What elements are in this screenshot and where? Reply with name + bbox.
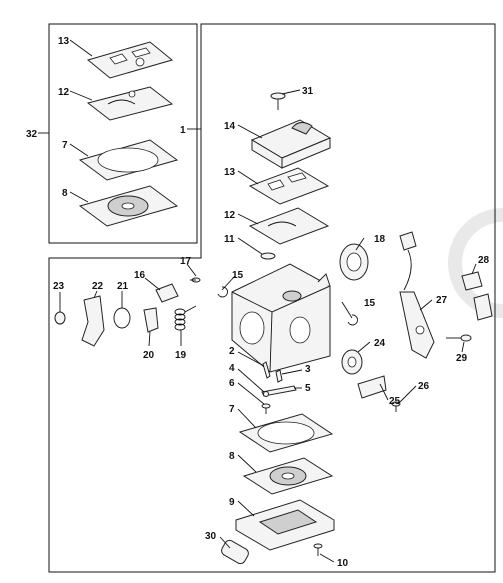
spring-3: [275, 369, 283, 383]
callout-12: 12: [224, 210, 236, 221]
callout-11: 11: [224, 234, 235, 245]
callout-19: 19: [175, 350, 187, 361]
callout-15-left: 15: [232, 270, 244, 281]
callout-12-kit: 12: [58, 87, 70, 98]
screw-17: [190, 277, 201, 283]
callout-2: 2: [229, 346, 235, 357]
callout-23: 23: [53, 281, 65, 292]
callout-25: 25: [389, 396, 401, 407]
callout-17: 17: [180, 256, 192, 267]
fitting-18: [339, 243, 369, 281]
callout-21: 21: [117, 281, 129, 292]
callout-13-kit: 13: [58, 36, 70, 47]
callout-1: 1: [180, 125, 186, 136]
kit-pump-diaphragm-8: [78, 185, 179, 227]
carburetor-body: [231, 263, 331, 373]
callout-22: 22: [92, 281, 104, 292]
callout-10: 10: [337, 558, 349, 569]
clip-28: [461, 271, 493, 321]
callout-7: 7: [229, 404, 235, 415]
washer-23: [54, 311, 66, 325]
spring-19: [174, 305, 197, 331]
callout-32: 32: [26, 129, 38, 140]
bracket-25: [357, 375, 387, 399]
callout-5: 5: [305, 383, 311, 394]
callout-13: 13: [224, 167, 236, 178]
callout-29: 29: [456, 353, 468, 364]
kit-gasket-7: [78, 139, 179, 181]
callout-27: 27: [436, 295, 448, 306]
callout-28: 28: [478, 255, 490, 266]
base-cover-9: [235, 499, 335, 551]
callout-26: 26: [418, 381, 430, 392]
main-assembly-frame: [48, 23, 496, 573]
screw-6: [261, 403, 271, 414]
diaphragm-12: [248, 207, 330, 245]
callout-6: 6: [229, 378, 235, 389]
pump-diaphragm-8: [242, 457, 334, 495]
cam-20: [143, 307, 159, 333]
leader-lines: [38, 39, 477, 563]
callout-14: 14: [224, 121, 236, 132]
ring-21: [113, 307, 131, 329]
lever-arm-22: [81, 295, 105, 347]
repair-kit-frame: [48, 23, 198, 244]
kit-diaphragm-12: [86, 86, 174, 121]
callout-9: 9: [229, 497, 235, 508]
screen-11: [260, 252, 276, 260]
callout-8: 8: [229, 451, 235, 462]
callout-16: 16: [134, 270, 146, 281]
screw-31: [270, 92, 286, 110]
callout-30: 30: [205, 531, 217, 542]
screw-10: [313, 543, 323, 556]
gasket-ring-30: [221, 539, 249, 565]
lever-27: [399, 231, 435, 359]
valve-24: [341, 349, 363, 375]
gasket-13: [248, 167, 330, 205]
screw-29: [446, 334, 472, 342]
callout-4: 4: [229, 363, 235, 374]
pin-4: [263, 391, 269, 397]
callout-8-kit: 8: [62, 188, 68, 199]
callout-18: 18: [374, 234, 386, 245]
callout-numbers: 32 1 13 12 7 8 31 14 13 12 11 18 15 15 1…: [26, 36, 490, 569]
needle-2: [262, 361, 271, 379]
callout-24: 24: [374, 338, 386, 349]
clip-15-right: [347, 314, 358, 326]
clip-15-left: [217, 286, 228, 298]
bracket-16: [155, 283, 179, 303]
callout-31: 31: [302, 86, 314, 97]
callout-3: 3: [305, 364, 311, 375]
callout-20: 20: [143, 350, 155, 361]
screw-26: [391, 401, 401, 412]
callout-15-right: 15: [364, 298, 376, 309]
kit-gasket-13: [86, 41, 174, 79]
callout-7-kit: 7: [62, 140, 68, 151]
pump-cover-14: [250, 119, 332, 169]
gasket-7: [238, 413, 334, 453]
